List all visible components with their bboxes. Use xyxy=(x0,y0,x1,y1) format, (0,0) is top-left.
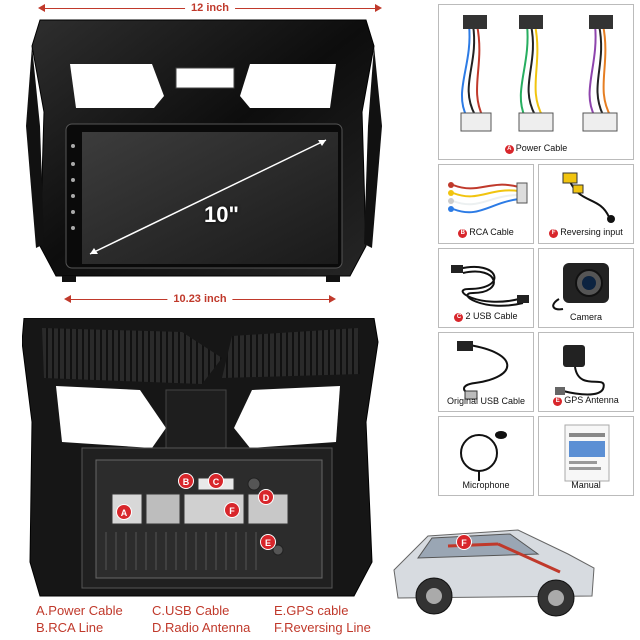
original-usb-caption: Original USB Cable xyxy=(446,396,526,406)
legend-e: E.GPS cable xyxy=(274,603,349,618)
marker-a: A xyxy=(116,504,132,520)
panel-manual: Manual xyxy=(538,416,634,496)
marker-b: B xyxy=(178,473,194,489)
legend-c: C.USB Cable xyxy=(152,603,230,618)
marker-e: E xyxy=(260,534,276,550)
rca-cable-icon xyxy=(448,182,528,214)
panel-microphone: Microphone xyxy=(438,416,534,496)
power-cable-icon xyxy=(460,15,618,132)
marker-f: F xyxy=(224,502,240,518)
reversing-input-icon xyxy=(562,172,615,223)
manual-icon xyxy=(564,424,610,482)
legend-b: B.RCA Line xyxy=(36,620,104,635)
legend-d: D.Radio Antenna xyxy=(152,620,251,635)
original-usb-icon xyxy=(457,341,509,400)
screen-size-label: 10" xyxy=(204,202,239,227)
width-dimension-screen: 10.23 inch xyxy=(64,291,336,307)
marker-d: D xyxy=(258,489,274,505)
car-marker-f: F xyxy=(456,534,472,550)
front-head-unit-image: 10" xyxy=(26,16,382,282)
legend-f: F.Reversing Line xyxy=(274,620,371,635)
rear-frame-drawing xyxy=(21,317,379,597)
rear-head-unit-image: A B C D E F xyxy=(21,317,382,598)
car-icon xyxy=(393,529,595,617)
width-screen-label: 10.23 inch xyxy=(167,291,233,307)
marker-c: C xyxy=(208,473,224,489)
usb-cable-icon xyxy=(451,265,529,307)
width-total-label: 12 inch xyxy=(185,0,235,16)
legend-a: A.Power Cable xyxy=(36,603,123,618)
car-wiring-illustration: F xyxy=(388,496,602,630)
microphone-icon xyxy=(460,431,507,481)
width-dimension-top: 12 inch xyxy=(38,0,382,16)
gps-antenna-icon xyxy=(555,345,605,396)
manual-caption: Manual xyxy=(571,480,601,490)
microphone-caption: Microphone xyxy=(462,480,510,490)
camera-caption: Camera xyxy=(569,312,602,322)
front-frame-drawing xyxy=(26,19,382,282)
panel-original-usb: Original USB Cable xyxy=(438,332,534,412)
panel-camera: Camera xyxy=(538,248,634,328)
camera-icon xyxy=(552,263,609,311)
